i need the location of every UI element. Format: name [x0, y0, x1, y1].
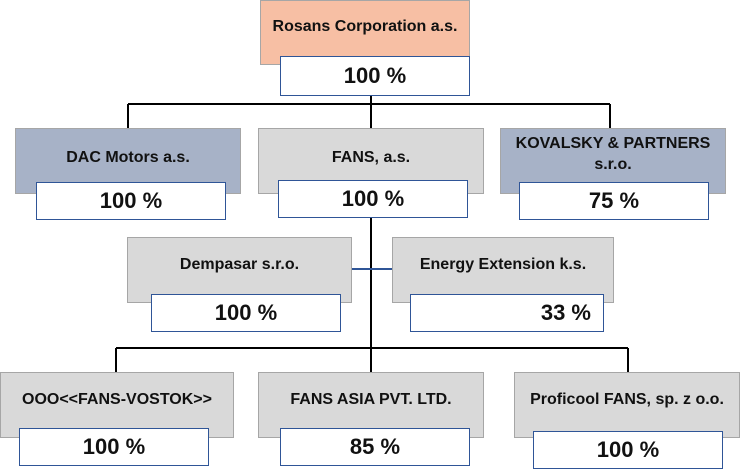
- node-dempasar: Dempasar s.r.o.: [127, 237, 352, 303]
- node-fans-asia: FANS ASIA PVT. LTD.: [258, 372, 484, 438]
- node-energy-extension: Energy Extension k.s.: [392, 237, 614, 303]
- share-energy-extension: 33 %: [410, 294, 604, 332]
- node-label: Rosans Corporation a.s.: [272, 18, 458, 35]
- node-label: OOO<<FANS-VOSTOK>>: [22, 391, 212, 408]
- node-label: KOVALSKY & PARTNERS s.r.o.: [515, 135, 711, 173]
- share-proficool-fans: 100 %: [533, 431, 723, 469]
- node-label: Energy Extension k.s.: [419, 256, 587, 273]
- share-fans-asia: 85 %: [280, 428, 470, 466]
- share-fans-vostok: 100 %: [19, 428, 209, 466]
- share-rosans-corporation: 100 %: [280, 56, 470, 96]
- share-fans: 100 %: [278, 180, 468, 218]
- node-rosans-corporation: Rosans Corporation a.s.: [260, 0, 470, 65]
- share-dempasar: 100 %: [151, 294, 341, 332]
- node-fans-vostok: OOO<<FANS-VOSTOK>>: [0, 372, 234, 438]
- share-kovalsky-partners: 75 %: [519, 182, 709, 220]
- node-proficool-fans: Proficool FANS, sp. z o.o.: [514, 372, 740, 438]
- node-label: FANS ASIA PVT. LTD.: [290, 391, 452, 408]
- node-label: Dempasar s.r.o.: [179, 256, 300, 273]
- node-label: DAC Motors a.s.: [66, 149, 190, 166]
- node-label: Proficool FANS, sp. z o.o.: [530, 391, 724, 408]
- node-label: FANS, a.s.: [331, 149, 411, 166]
- share-dac-motors: 100 %: [36, 182, 226, 220]
